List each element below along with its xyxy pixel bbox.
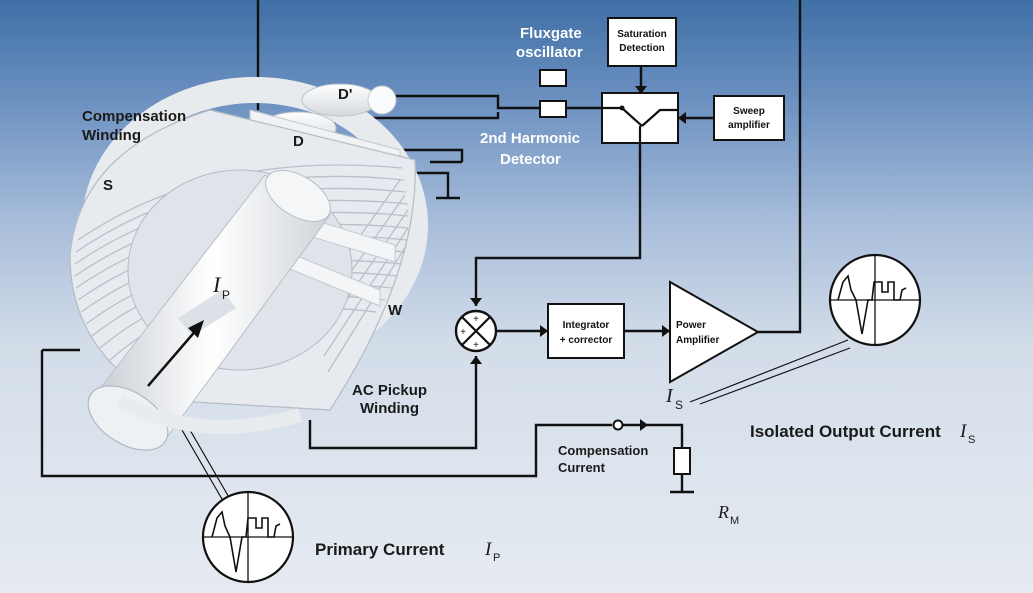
scope-is-axes: [830, 255, 920, 345]
integrator-label-2: + corrector: [560, 335, 613, 346]
blocks: Saturation Detection Sweep amplifier + +…: [454, 17, 785, 384]
label-isolated-output-sub: S: [968, 434, 975, 446]
saturation-label-1: Saturation: [617, 29, 666, 40]
power-amp-output-wire: [758, 0, 802, 334]
scope-ip-axes: [203, 492, 293, 582]
sum-plus-top: +: [473, 314, 479, 325]
label-ac-pickup-2: Winding: [360, 400, 419, 417]
sum-plus-left: +: [460, 327, 466, 338]
label-s: S: [103, 177, 113, 194]
switch-pivot: [619, 105, 625, 111]
pickup-to-sum: [308, 356, 478, 450]
power-label-1: Power: [676, 320, 706, 331]
switch-to-sum: [474, 143, 642, 306]
fluxgate-box-2: [539, 100, 567, 118]
arrow-pow: [662, 325, 670, 337]
saturation-detection-block: [607, 17, 677, 67]
label-comp-current-1: Compensation: [558, 443, 648, 458]
current-arrow-line: [147, 327, 199, 387]
scope-ip-trace: [211, 510, 281, 573]
scope-isolated-output: [828, 253, 922, 347]
summing-x: [461, 316, 491, 346]
is-callout-1: [689, 339, 849, 403]
label-compensation-winding-2: Winding: [82, 127, 141, 144]
power-label-2: Amplifier: [676, 335, 719, 346]
label-fluxgate-2: oscillator: [516, 44, 583, 61]
scope-is-trace: [837, 274, 907, 335]
comp-current-loop: [40, 350, 612, 478]
arrow-sum-top: [470, 298, 482, 306]
arrow-sat: [635, 86, 647, 94]
label-d: D: [293, 133, 304, 150]
sweep-amplifier-block: [713, 95, 785, 141]
power-amplifier-block: [669, 280, 761, 384]
sweep-label-1: Sweep: [733, 106, 765, 117]
label-isolated-output-symbol: I: [959, 421, 968, 442]
label-rm-sub: M: [730, 515, 739, 527]
fluxgate-box-1: [539, 69, 567, 87]
label-comp-current-2: Current: [558, 460, 606, 475]
label-compensation-winding-1: Compensation: [82, 108, 186, 125]
integrator-block: [547, 303, 625, 359]
label-isolated-output: Isolated Output Current: [750, 422, 941, 441]
label-w: W: [388, 302, 403, 319]
scope-primary: [201, 490, 295, 584]
label-harmonic-2: Detector: [500, 151, 561, 168]
arrow-sum-bottom: [470, 356, 482, 364]
conductor-near-end: [87, 385, 169, 451]
label-fluxgate-1: Fluxgate: [520, 25, 582, 42]
saturation-label-2: Detection: [619, 43, 665, 54]
terminal: [612, 419, 624, 431]
coil-end: [367, 85, 397, 115]
rm-resistor: [673, 447, 691, 475]
label-primary-current-symbol: I: [484, 539, 493, 560]
conductor-shade: [178, 290, 236, 336]
arrow-sweep: [678, 112, 686, 124]
primary-conductor: [87, 169, 331, 451]
front-ring-bottom: [116, 393, 303, 434]
switch-contact: [641, 108, 678, 127]
label-primary-current: Primary Current: [315, 540, 445, 559]
label-harmonic-1: 2nd Harmonic: [480, 130, 580, 147]
conductor-far-end: [265, 169, 331, 223]
current-arrow-head: [188, 320, 204, 338]
fluxgate-core: [69, 77, 428, 451]
label-ip-symbol: I: [212, 272, 222, 297]
arrow-comp: [640, 419, 648, 431]
labels: Compensation Winding S D' D W AC Pickup …: [82, 25, 975, 564]
arrow-int: [540, 325, 548, 337]
label-is-symbol: I: [665, 385, 674, 407]
sweep-label-2: amplifier: [728, 120, 770, 131]
is-callout-2: [699, 347, 851, 405]
label-primary-current-sub: P: [493, 552, 500, 564]
sum-plus-bottom: +: [473, 340, 479, 351]
label-ip-sub: P: [222, 288, 230, 302]
label-rm-symbol: R: [717, 502, 729, 522]
label-ac-pickup-1: AC Pickup: [352, 382, 427, 399]
integrator-label-1: Integrator: [563, 320, 610, 331]
label-d-prime: D': [338, 86, 352, 103]
label-is-sub: S: [675, 398, 683, 412]
